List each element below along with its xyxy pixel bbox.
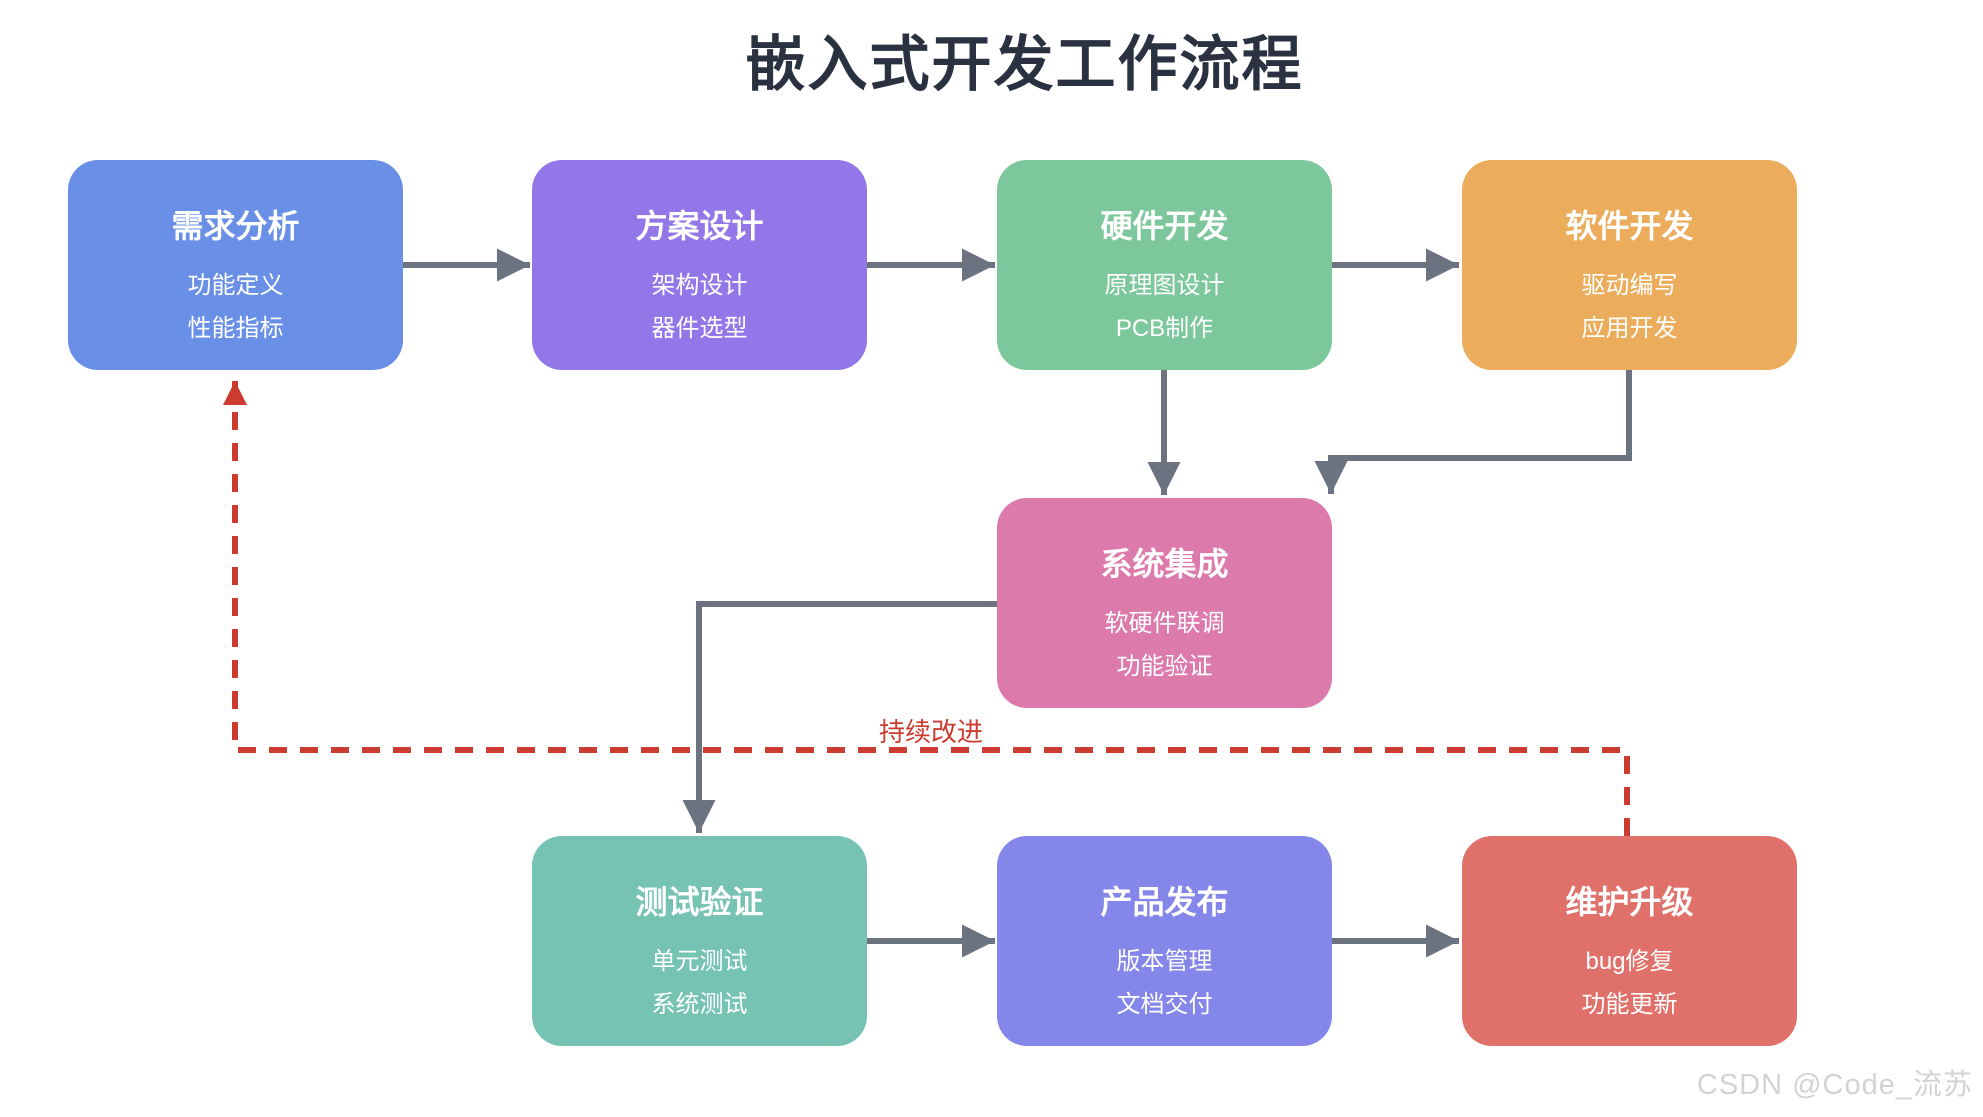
node-subline: 功能更新	[1581, 991, 1678, 1018]
feedback-label: 持续改进	[878, 717, 983, 747]
node-title: 系统集成	[1100, 546, 1229, 582]
node-title: 测试验证	[635, 884, 764, 920]
node-subline: PCB制作	[1115, 315, 1214, 342]
node-subline: 系统测试	[651, 991, 748, 1018]
node-requirements-analysis: 需求分析 功能定义 性能指标	[68, 160, 403, 370]
node-title: 产品发布	[1100, 884, 1229, 920]
arrow-software-to-integration	[1314, 370, 1632, 494]
node-product-release: 产品发布 版本管理 文档交付	[997, 836, 1332, 1046]
node-subline: 软硬件联调	[1104, 610, 1225, 637]
node-subline: 驱动编写	[1581, 272, 1678, 299]
node-subline: 器件选型	[651, 315, 748, 342]
feedback-arrow-maintenance-to-requirements	[223, 381, 1630, 836]
node-system-integration: 系统集成 软硬件联调 功能验证	[997, 498, 1332, 708]
arrow-integration-to-testing	[682, 601, 997, 833]
node-title: 需求分析	[171, 208, 300, 244]
node-solution-design: 方案设计 架构设计 器件选型	[532, 160, 867, 370]
node-subline: 版本管理	[1116, 948, 1213, 975]
node-subline: bug修复	[1585, 948, 1674, 975]
node-subline: 功能定义	[187, 272, 284, 299]
watermark: CSDN @Code_流苏	[1696, 1069, 1973, 1101]
node-title: 软件开发	[1565, 208, 1694, 244]
node-subline: 文档交付	[1116, 991, 1213, 1018]
node-subline: 应用开发	[1581, 315, 1678, 342]
node-hardware-development: 硬件开发 原理图设计 PCB制作	[997, 160, 1332, 370]
node-subline: 单元测试	[651, 948, 748, 975]
node-title: 维护升级	[1565, 884, 1694, 920]
node-title: 方案设计	[635, 208, 764, 244]
node-subline: 功能验证	[1116, 653, 1213, 680]
node-subline: 原理图设计	[1104, 272, 1225, 299]
node-subline: 架构设计	[651, 272, 748, 299]
node-software-development: 软件开发 驱动编写 应用开发	[1462, 160, 1797, 370]
node-maintenance-upgrade: 维护升级 bug修复 功能更新	[1462, 836, 1797, 1046]
node-subline: 性能指标	[187, 315, 284, 342]
node-testing-verification: 测试验证 单元测试 系统测试	[532, 836, 867, 1046]
node-title: 硬件开发	[1100, 208, 1229, 244]
page-title: 嵌入式开发工作流程	[745, 31, 1304, 98]
